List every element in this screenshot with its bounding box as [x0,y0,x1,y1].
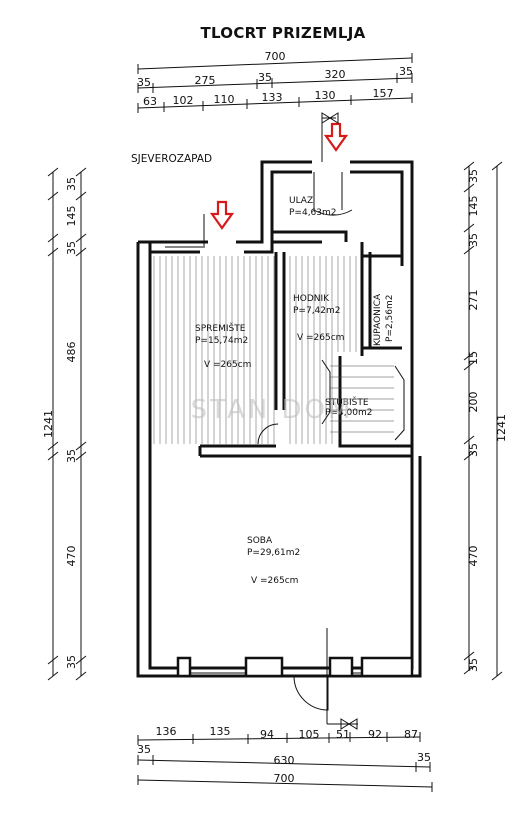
top-dim-11: 157 [373,87,394,100]
bottom-dim-3: 94 [260,728,274,741]
entry-arrow-side-icon [209,200,235,230]
room-spremiste-area: P=15,74m2 [195,336,248,346]
right-total-dim: 1241 [495,414,508,442]
walls [136,160,422,678]
room-soba: SOBA P=29,61m2 V =265cm [247,536,300,586]
orientation-label: SJEVEROZAPAD [131,153,212,165]
entrance-marker-bottom-icon [326,628,358,730]
watermark: STAN DOM [191,395,354,425]
right-dim-9: 35 [467,658,480,672]
left-dim-7: 35 [65,655,78,669]
left-dim-6: 470 [65,546,78,567]
room-stubiste-name: STUBIŠTE [325,396,369,408]
right-dim-5: 15 [467,351,480,365]
bottom-dim-9: 630 [274,754,295,767]
room-hodnik-height: V =265cm [297,333,344,343]
room-ulaz-name: ULAZ [289,196,313,206]
bottom-dim-6: 92 [368,728,382,741]
top-total-dim: 700 [265,50,286,63]
room-hodnik-name: HODNIK [293,294,330,304]
top-dimensions: 700 35 275 35 320 35 63 102 110 133 130 … [137,50,413,113]
room-hodnik: HODNIK P=7,42m2 V =265cm [293,294,344,343]
bottom-dim-10: 35 [417,751,431,764]
top-dim-5: 35 [399,65,413,78]
entry-arrow-top-icon [323,122,349,152]
left-total-dim: 1241 [42,410,55,438]
right-dim-1: 35 [467,169,480,183]
top-dim-9: 133 [262,91,283,104]
left-dim-2: 145 [65,206,78,227]
right-dim-6: 200 [467,392,480,413]
left-dim-4: 486 [65,342,78,363]
room-spremiste-height: V =265cm [204,360,251,370]
entrance-marker-top-icon [321,112,339,162]
top-dim-8: 110 [214,93,235,106]
plan-title: TLOCRT PRIZEMLJA [200,24,365,42]
top-dim-3: 35 [258,71,272,84]
bottom-dim-8: 35 [137,743,151,756]
room-stubiste: STUBIŠTE P=4,00m2 [325,396,373,418]
room-soba-area: P=29,61m2 [247,548,300,558]
right-dim-3: 35 [467,233,480,247]
room-kupaonica-area: P=2,56m2 [385,294,395,342]
top-dim-7: 102 [173,94,194,107]
left-dim-1: 35 [65,177,78,191]
left-dimensions: 1241 35 145 35 486 35 470 35 [42,167,87,681]
bottom-dim-5: 51 [336,728,350,741]
right-dimensions: 35 145 35 271 15 200 35 470 35 1241 [463,161,508,681]
room-hodnik-area: P=7,42m2 [293,306,341,316]
bottom-dim-1: 136 [156,725,177,738]
top-dim-6: 63 [143,95,157,108]
staircase [321,359,405,441]
room-soba-height: V =265cm [251,576,298,586]
right-dim-2: 145 [467,196,480,217]
bottom-dim-4: 105 [299,728,320,741]
bottom-dimensions: 136 135 94 105 51 92 87 35 630 35 700 [137,725,433,792]
right-dim-4: 271 [467,290,480,311]
room-spremiste: SPREMIŠTE P=15,74m2 V =265cm [195,322,251,370]
room-kupaonica: KUPAONICA P=2,56m2 [373,293,395,346]
left-dim-3: 35 [65,241,78,255]
top-dim-1: 35 [137,76,151,89]
bottom-total-dim: 700 [274,772,295,785]
top-dim-4: 320 [325,68,346,81]
room-stubiste-area: P=4,00m2 [325,408,373,418]
top-dim-10: 130 [315,89,336,102]
room-soba-name: SOBA [247,536,273,546]
room-ulaz: ULAZ P=4,63m2 [289,196,337,218]
room-ulaz-area: P=4,63m2 [289,208,337,218]
room-kupaonica-name: KUPAONICA [373,293,383,346]
room-spremiste-name: SPREMIŠTE [195,322,246,334]
bottom-dim-7: 87 [404,728,418,741]
right-dim-7: 35 [467,443,480,457]
door-swings [203,172,353,711]
left-dim-5: 35 [65,449,78,463]
top-dim-2: 275 [195,74,216,87]
floor-hatching [153,256,357,444]
bottom-dim-2: 135 [210,725,231,738]
right-dim-8: 470 [467,546,480,567]
